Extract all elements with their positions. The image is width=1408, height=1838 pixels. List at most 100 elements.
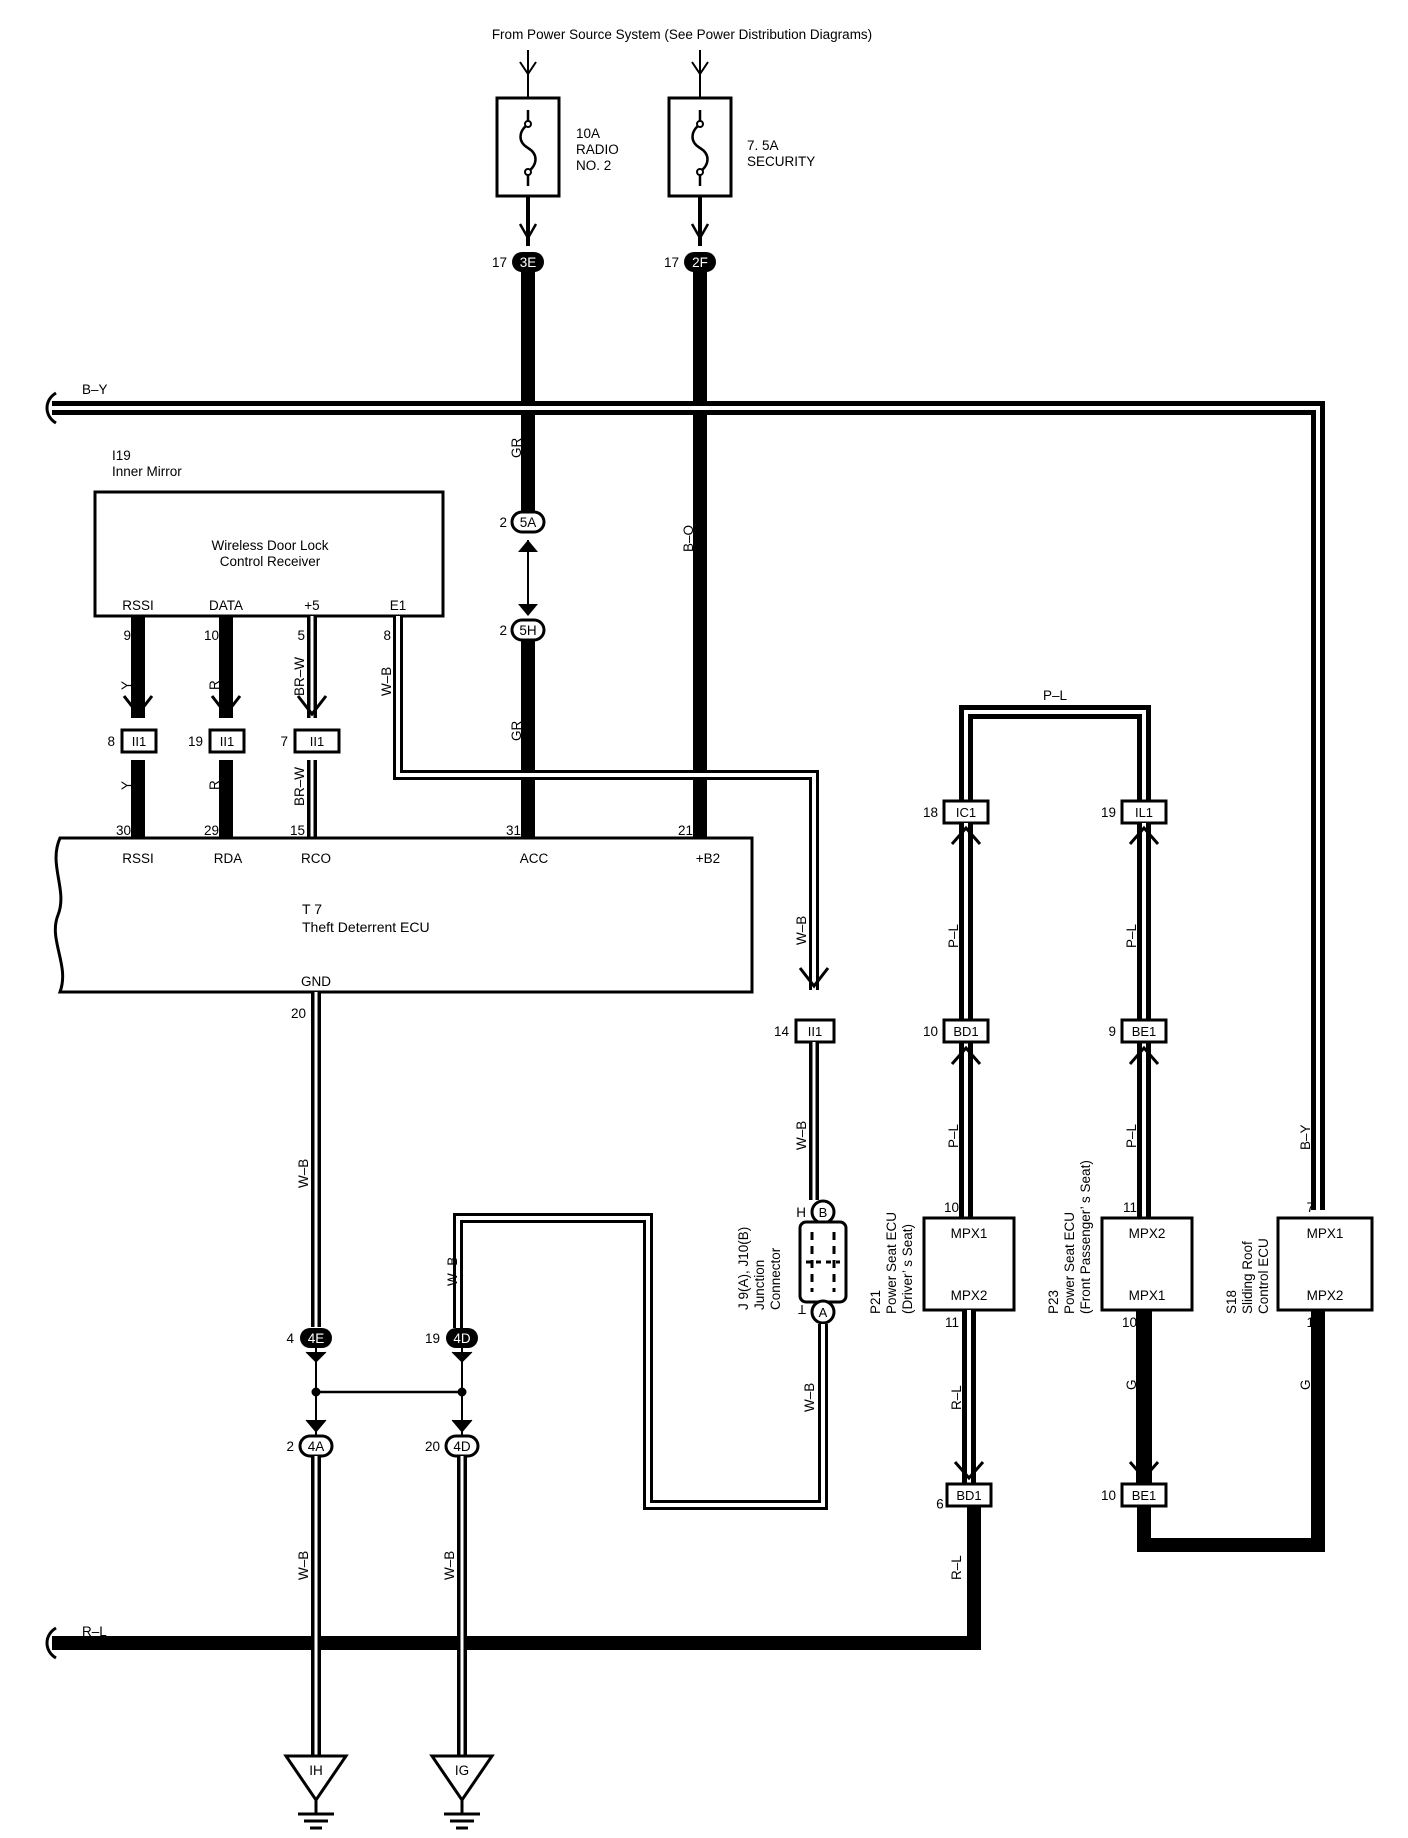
svg-text:5A: 5A	[520, 515, 537, 530]
ecu-pin-rssi: RSSI	[122, 851, 154, 866]
wire-label-wb-3: W–B	[794, 1121, 809, 1150]
wire-label-by-2: B–Y	[1298, 1124, 1313, 1150]
svg-text:BE1: BE1	[1132, 1488, 1157, 1503]
p21-name2: (Driver’ s Seat)	[900, 1224, 915, 1314]
ground-ih-icon	[283, 1754, 349, 1830]
svg-text:4D: 4D	[453, 1331, 471, 1346]
svg-text:II1: II1	[220, 734, 234, 749]
ecu-pin-rco: RCO	[301, 851, 331, 866]
ecu-name: Theft Deterrent ECU	[302, 919, 430, 935]
ground-ih-label: IH	[309, 1763, 323, 1778]
p21-name1: Power Seat ECU	[884, 1212, 899, 1314]
connector-4d-top: 4D	[446, 1328, 478, 1348]
s18-box	[1276, 1216, 1374, 1312]
power-input-arrows	[519, 50, 709, 98]
s18-name2: Control ECU	[1256, 1238, 1271, 1314]
wire-by-bus	[45, 391, 1325, 1210]
p21-pin-bot: 11	[945, 1315, 959, 1330]
pin-3e: 17	[492, 255, 507, 270]
wire-g-s18	[1137, 1310, 1325, 1552]
mirror-num-data: 10	[204, 628, 219, 643]
ecu-pin-b2: +B2	[696, 851, 720, 866]
wire-rl-bus	[45, 1494, 981, 1660]
wire-label-wb-e1: W–B	[379, 667, 394, 696]
ground-splice	[305, 1348, 473, 1436]
ecu-num-rssi: 30	[116, 823, 131, 838]
mirror-pin-e1: E1	[390, 598, 407, 613]
wire-wb-e1	[393, 616, 830, 990]
p21-mpx-top: MPX1	[951, 1226, 988, 1241]
connector-bd1-bot: BD1	[945, 1482, 993, 1508]
pin-ii1-data: 19	[188, 734, 203, 749]
mirror-box	[93, 490, 445, 618]
wire-label-y-1: Y	[119, 681, 134, 690]
svg-text:II1: II1	[132, 734, 146, 749]
junction-line2: Junction	[752, 1260, 767, 1310]
mirror-pin-data: DATA	[209, 598, 243, 613]
wire-label-pl-3: P–L	[946, 1123, 961, 1148]
svg-text:IC1: IC1	[956, 805, 976, 820]
p21-pin-top: 10	[944, 1200, 959, 1215]
connector-be1-bot: BE1	[1120, 1482, 1168, 1508]
wire-pl-p21	[950, 823, 982, 1218]
junction-line3: Connector	[768, 1247, 783, 1310]
ecu-pin-rda: RDA	[214, 851, 243, 866]
svg-text:4A: 4A	[308, 1439, 325, 1454]
pin-5a: 2	[499, 515, 507, 530]
pin-4d-bot: 20	[425, 1439, 440, 1454]
ecu-num-acc: 31	[506, 823, 521, 838]
wire-label-pl-top: P–L	[1043, 688, 1068, 703]
mirror-code: I19	[112, 448, 131, 463]
svg-text:4E: 4E	[308, 1331, 325, 1346]
wire-label-wb-2: W–B	[794, 916, 809, 945]
header-text: From Power Source System (See Power Dist…	[492, 27, 872, 42]
p23-pin-top: 11	[1123, 1200, 1137, 1215]
wire-label-wb-4: W–B	[802, 1383, 817, 1412]
connector-ii1-wb: II1	[794, 1018, 836, 1044]
connector-4d-bot: 4D	[444, 1434, 480, 1458]
connector-be1-top: BE1	[1120, 1018, 1168, 1044]
s18-pin-top: 7	[1306, 1200, 1314, 1215]
fuse1-amp: 10A	[576, 126, 600, 141]
wire-y-rssi	[122, 616, 154, 838]
connector-4a: 4A	[298, 1434, 334, 1458]
mirror-pin-rssi: RSSI	[122, 598, 154, 613]
s18-name1: Sliding Roof	[1240, 1241, 1255, 1314]
svg-text:BE1: BE1	[1132, 1024, 1157, 1039]
p23-name1: Power Seat ECU	[1062, 1212, 1077, 1314]
connector-ii1-rssi: II1	[120, 728, 158, 754]
wire-label-rl-1: R–L	[949, 1385, 964, 1410]
fuse1-name2: NO. 2	[576, 158, 611, 173]
wire-label-r-1: R	[207, 680, 222, 690]
svg-text:IL1: IL1	[1135, 805, 1153, 820]
svg-text:II1: II1	[310, 734, 324, 749]
wire-label-by: B–Y	[82, 382, 108, 397]
junction-pin-h: H	[796, 1205, 806, 1220]
connector-ii1-rco: II1	[293, 728, 341, 754]
connector-bd1-top: BD1	[942, 1018, 990, 1044]
pin-be1-bot: 10	[1101, 1488, 1116, 1503]
wire-label-pl-1: P–L	[946, 923, 961, 948]
pin-ii1-wb: 14	[774, 1024, 790, 1039]
svg-text:II1: II1	[808, 1024, 822, 1039]
junction-line1: J 9(A), J10(B)	[736, 1227, 751, 1310]
connector-4e: 4E	[300, 1328, 332, 1348]
s18-code: S18	[1224, 1290, 1239, 1314]
pin-be1-top: 9	[1108, 1024, 1116, 1039]
wire-label-brw-1: BR–W	[292, 657, 307, 696]
s18-mpx-top: MPX1	[1307, 1226, 1344, 1241]
wire-label-gr-1: GR	[509, 437, 524, 458]
connector-2f: 2F	[684, 252, 716, 272]
p23-box	[1100, 1216, 1194, 1312]
svg-text:A: A	[819, 1305, 828, 1320]
p23-name2: (Front Passenger’ s Seat)	[1078, 1160, 1093, 1314]
wire-label-g-2: G	[1298, 1379, 1313, 1390]
wire-label-wb-5: W–B	[445, 1257, 460, 1286]
p23-mpx-top: MPX2	[1129, 1226, 1166, 1241]
pin-ic1: 18	[923, 805, 938, 820]
mirror-num-rssi: 9	[123, 628, 131, 643]
svg-text:2F: 2F	[692, 255, 708, 270]
connector-ii1-data: II1	[208, 728, 246, 754]
mirror-title1: Wireless Door Lock	[211, 538, 328, 553]
